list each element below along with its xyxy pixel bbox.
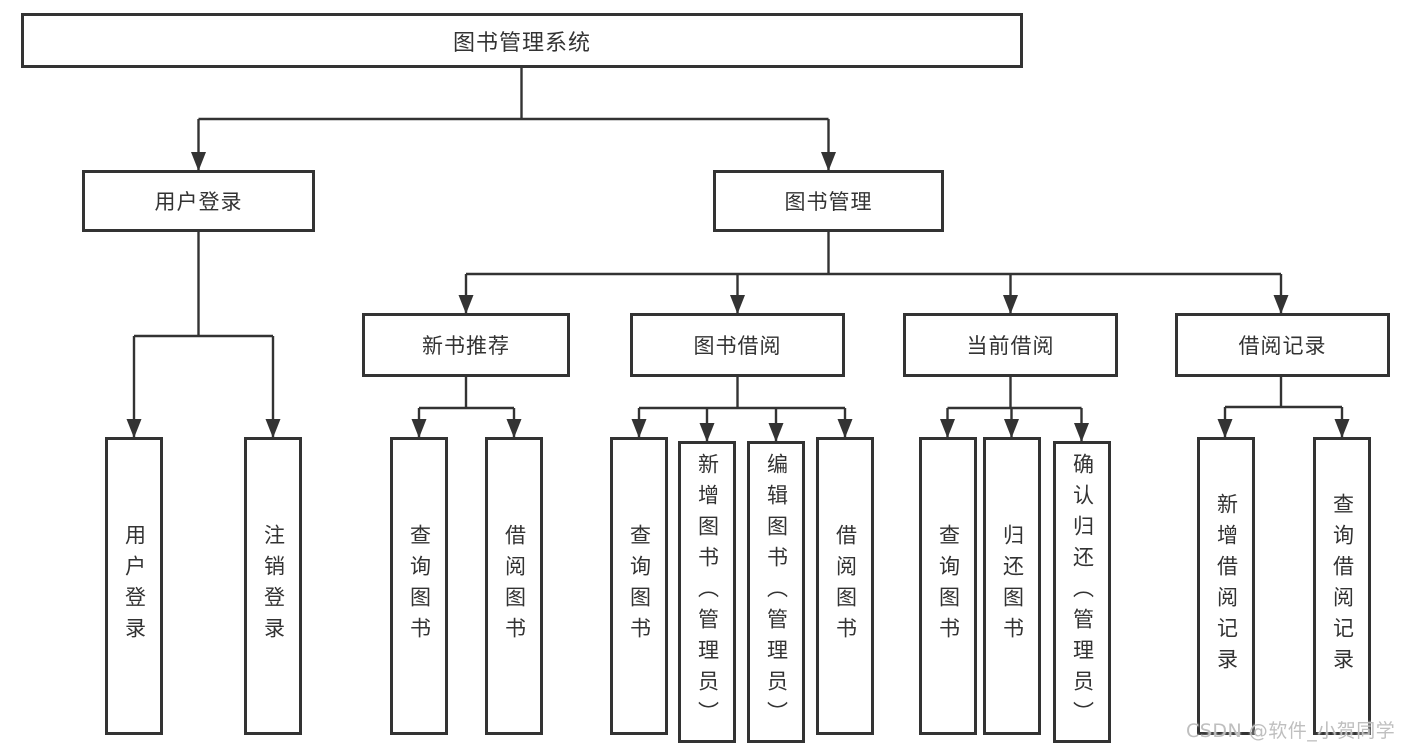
leaf-label: 确认归还（管理员） [1070,452,1095,732]
node-label: 图书管理 [784,190,873,214]
leaf-br-add-record: 新增借阅记录 [1197,437,1255,735]
leaf-user-login: 用户登录 [105,437,163,735]
leaf-bb-add-books-admin: 新增图书（管理员） [678,441,736,743]
leaf-label: 归还图书 [1000,524,1025,648]
leaf-label: 注销登录 [261,524,286,648]
node-user-login: 用户登录 [82,170,315,232]
leaf-nb-borrow-books: 借阅图书 [485,437,543,735]
leaf-label: 查询图书 [407,524,432,648]
leaf-bb-borrow-books: 借阅图书 [816,437,874,735]
leaf-label: 用户登录 [122,524,147,648]
leaf-logout: 注销登录 [244,437,302,735]
csdn-watermark: CSDN @软件_小贺同学 [1186,720,1396,742]
node-new-book-recommend: 新书推荐 [362,313,570,377]
leaf-bb-edit-books-admin: 编辑图书（管理员） [747,441,805,743]
leaf-label: 查询图书 [936,524,961,648]
leaf-nb-query-books: 查询图书 [390,437,448,735]
node-label: 图书管理系统 [452,30,591,56]
leaf-label: 查询图书 [627,524,652,648]
leaf-label: 查询借阅记录 [1330,493,1355,679]
leaf-label: 编辑图书（管理员） [764,452,789,732]
leaf-cb-confirm-return-admin: 确认归还（管理员） [1053,441,1111,743]
leaf-cb-return-books: 归还图书 [983,437,1041,735]
leaf-label: 借阅图书 [833,524,858,648]
leaf-label: 新增图书（管理员） [695,452,720,732]
node-label: 新书推荐 [422,334,510,358]
leaf-bb-query-books: 查询图书 [610,437,668,735]
node-label: 借阅记录 [1238,334,1327,358]
leaf-cb-query-books: 查询图书 [919,437,977,735]
node-label: 用户登录 [154,190,243,214]
node-label: 当前借阅 [966,334,1055,358]
node-book-management: 图书管理 [713,170,944,232]
leaf-label: 借阅图书 [502,524,527,648]
leaf-br-query-record: 查询借阅记录 [1313,437,1371,735]
node-book-borrowing: 图书借阅 [630,313,845,377]
node-label: 图书借阅 [693,334,782,358]
node-library-management-system: 图书管理系统 [21,13,1023,68]
node-borrow-records: 借阅记录 [1175,313,1390,377]
leaf-label: 新增借阅记录 [1214,493,1239,679]
node-current-borrowing: 当前借阅 [903,313,1118,377]
